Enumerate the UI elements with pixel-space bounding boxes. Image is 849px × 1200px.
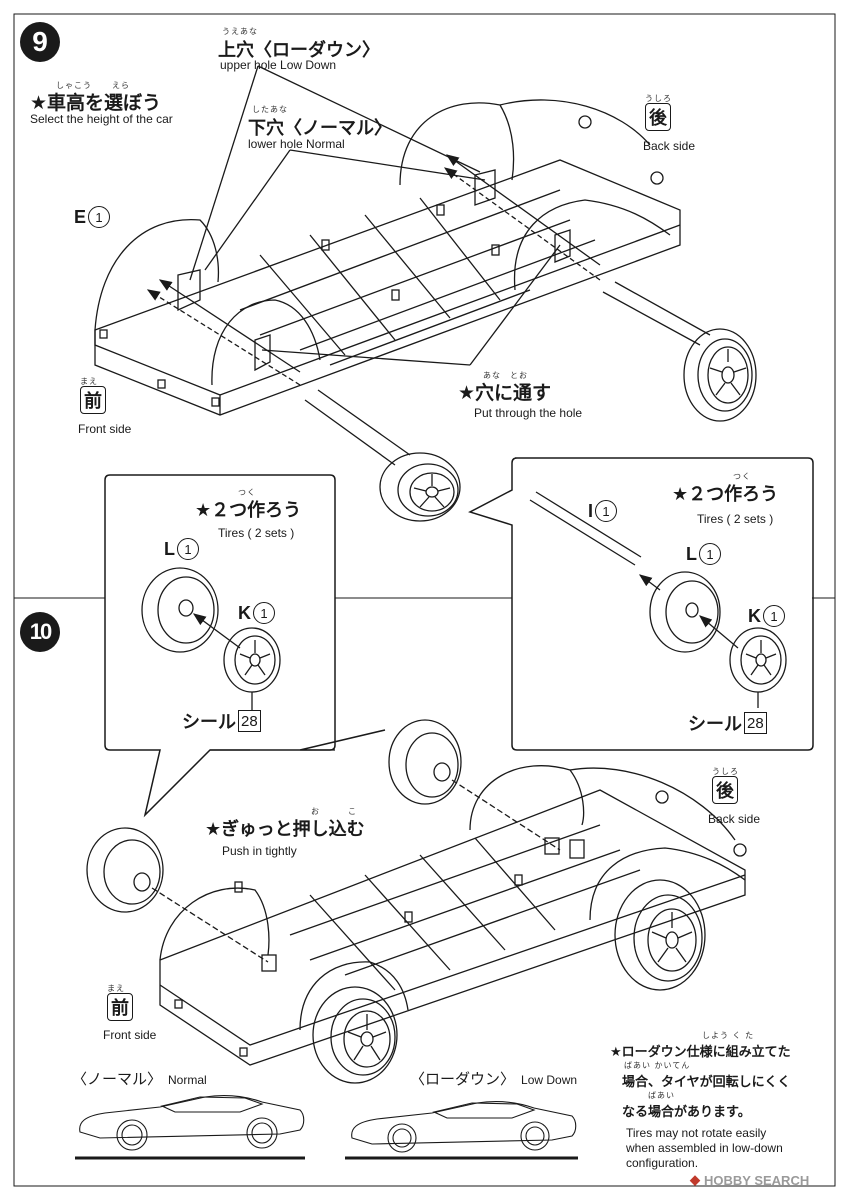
part-e-count: 1 xyxy=(88,206,111,228)
select-ruby-2: えら xyxy=(112,81,130,90)
select-height-title: ★車高を選ぼう xyxy=(30,92,162,114)
note-en-2: when assembled in low-down xyxy=(626,1141,783,1155)
hobby-search-logo-icon: ◆ xyxy=(690,1172,700,1187)
note-ruby-1: しよう く た xyxy=(702,1031,755,1040)
front-side-label-9: Front side xyxy=(78,422,132,436)
push-ruby-2: こ xyxy=(348,807,357,816)
lower-hole-label: 下穴〈ノーマル〉 xyxy=(248,118,392,139)
car-normal xyxy=(75,1095,305,1160)
right-part-l-count: 1 xyxy=(699,543,721,565)
right-part-i-count: 1 xyxy=(595,500,618,522)
through-ruby-2: とお xyxy=(510,371,528,380)
upper-hole-label: 上穴〈ローダウン〉 xyxy=(218,40,380,61)
note-jp-2: 場合、タイヤが回転しにくく xyxy=(622,1075,791,1090)
back-side-box-9: 後 xyxy=(645,103,671,131)
left-tires-en: Tires ( 2 sets ) xyxy=(218,526,295,540)
right-make-two-title: ★２つ作ろう xyxy=(672,484,779,505)
right-part-l-letter: L xyxy=(686,543,697,564)
left-seal-number: 28 xyxy=(238,710,261,732)
lowdown-caption: 〈ローダウン〉 Low Down xyxy=(410,1068,577,1089)
back-side-label-10: Back side xyxy=(708,812,761,826)
select-ruby-1: しゃこう xyxy=(56,81,92,90)
lower-hole-ruby: したあな xyxy=(252,105,288,114)
select-height-en: Select the height of the car xyxy=(30,112,173,126)
note-en-3: configuration. xyxy=(626,1156,699,1170)
note-en-1: Tires may not rotate easily xyxy=(626,1126,767,1140)
back-ruby-10: うしろ xyxy=(712,767,739,776)
chassis-step10 xyxy=(159,765,747,1066)
left-make-two-title: ★２つ作ろう xyxy=(195,500,302,521)
wheel-step10-rear-floating xyxy=(388,719,462,805)
right-tires-en: Tires ( 2 sets ) xyxy=(697,512,774,526)
front-ruby-10: まえ xyxy=(107,984,125,993)
note-jp-3: なる場合があります。 xyxy=(622,1105,751,1120)
put-through-title: ★穴に通す xyxy=(458,382,552,404)
front-side-label-10: Front side xyxy=(103,1028,157,1042)
right-part-k-count: 1 xyxy=(763,605,785,627)
left-part-k-letter: K xyxy=(238,602,251,623)
normal-caption-en: Normal xyxy=(168,1073,207,1087)
car-lowdown xyxy=(345,1101,578,1160)
wheel-step9-rear xyxy=(683,328,757,422)
normal-caption-jp: 〈ノーマル〉 xyxy=(72,1070,163,1088)
wheel-step10-rear-mounted xyxy=(614,879,706,991)
right-make-ruby: つく xyxy=(733,472,751,481)
left-seal-label: シール xyxy=(182,712,236,732)
front-side-box-9: 前 xyxy=(80,386,106,414)
push-in-title: ★ぎゅっと押し込む xyxy=(205,819,365,840)
lower-hole-en: lower hole Normal xyxy=(248,137,345,151)
right-seal-number: 28 xyxy=(744,712,767,734)
note-jp-1: ★ローダウン仕様に組み立てた xyxy=(610,1045,791,1060)
wheel-step10-front-floating xyxy=(86,827,164,913)
through-ruby-1: あな xyxy=(483,371,501,380)
wheel-step10-front-mounted xyxy=(312,986,398,1084)
hobby-search-watermark: ◆ HOBBY SEARCH xyxy=(690,1172,809,1188)
left-part-l-letter: L xyxy=(164,538,175,559)
step-9-number: 9 xyxy=(20,22,60,62)
watermark-brand: HOBBY SEARCH xyxy=(704,1172,810,1188)
push-ruby-1: お xyxy=(311,807,320,816)
upper-hole-en: upper hole Low Down xyxy=(220,58,337,72)
lowdown-note: しよう く た ★ローダウン仕様に組み立てた ばあい かいてん 場合、タイヤが回… xyxy=(610,1030,830,1171)
left-part-k-count: 1 xyxy=(253,602,275,624)
normal-caption: 〈ノーマル〉 Normal xyxy=(72,1068,207,1089)
note-ruby-3: ばあい xyxy=(648,1091,675,1100)
put-through-en: Put through the hole xyxy=(474,406,583,420)
lowdown-caption-en: Low Down xyxy=(521,1073,578,1087)
note-ruby-2: ばあい かいてん xyxy=(624,1061,691,1070)
left-make-ruby: つく xyxy=(238,488,256,497)
right-part-i-letter: I xyxy=(588,500,594,521)
push-in-en: Push in tightly xyxy=(222,844,297,858)
back-side-box-10: 後 xyxy=(712,776,738,804)
front-side-box-10: 前 xyxy=(107,993,133,1021)
wheel-step9-front xyxy=(379,452,461,522)
upper-hole-ruby: うえあな xyxy=(222,27,258,36)
back-ruby-9: うしろ xyxy=(645,94,672,103)
front-ruby-9: まえ xyxy=(80,377,98,386)
lowdown-caption-jp: 〈ローダウン〉 xyxy=(410,1070,516,1088)
right-seal-label: シール xyxy=(688,714,742,734)
step-10-number: 10 xyxy=(20,612,60,652)
chassis-step9 xyxy=(94,99,711,466)
left-part-l-count: 1 xyxy=(177,538,199,560)
back-side-label-9: Back side xyxy=(643,139,696,153)
part-e-letter: E xyxy=(74,206,87,227)
right-part-k-letter: K xyxy=(748,605,761,626)
